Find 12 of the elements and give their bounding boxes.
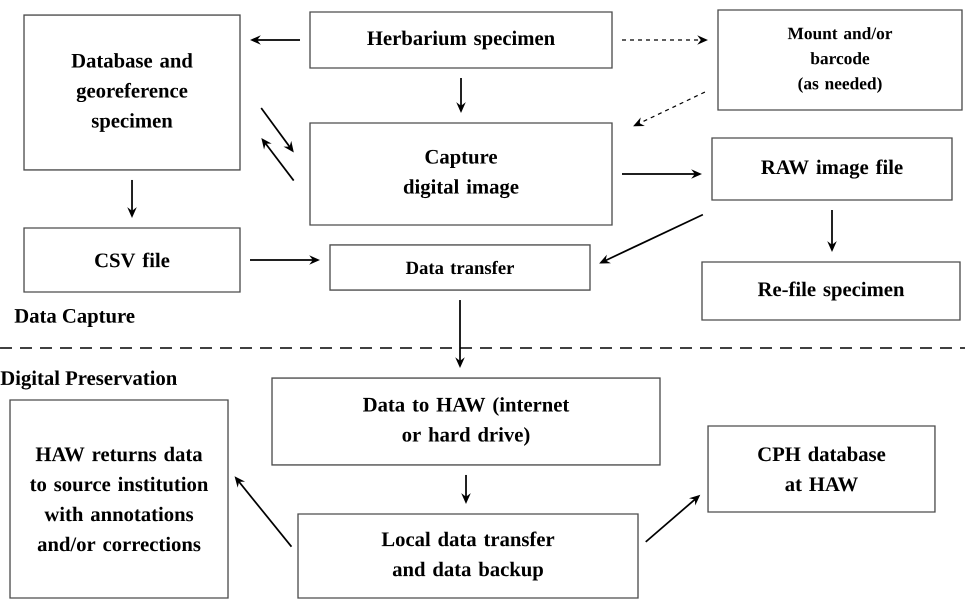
- process-box: Data to HAW (internet or hard drive): [271, 377, 661, 466]
- process-box: Database and georeference specimen: [23, 14, 241, 171]
- process-box: Herbarium specimen: [309, 11, 613, 69]
- process-box: Capture digital image: [309, 122, 613, 226]
- process-box: Local data transfer and data backup: [297, 513, 639, 599]
- process-box: Mount and/or barcode (as needed): [717, 9, 963, 111]
- process-box: Data transfer: [329, 244, 591, 291]
- process-box: CSV file: [23, 227, 241, 293]
- process-box: RAW image file: [711, 137, 953, 201]
- process-box: CPH database at HAW: [707, 425, 936, 513]
- process-box: Re-file specimen: [701, 261, 961, 321]
- process-box: HAW returns data to source institution with annotations and/or corrections: [9, 399, 229, 599]
